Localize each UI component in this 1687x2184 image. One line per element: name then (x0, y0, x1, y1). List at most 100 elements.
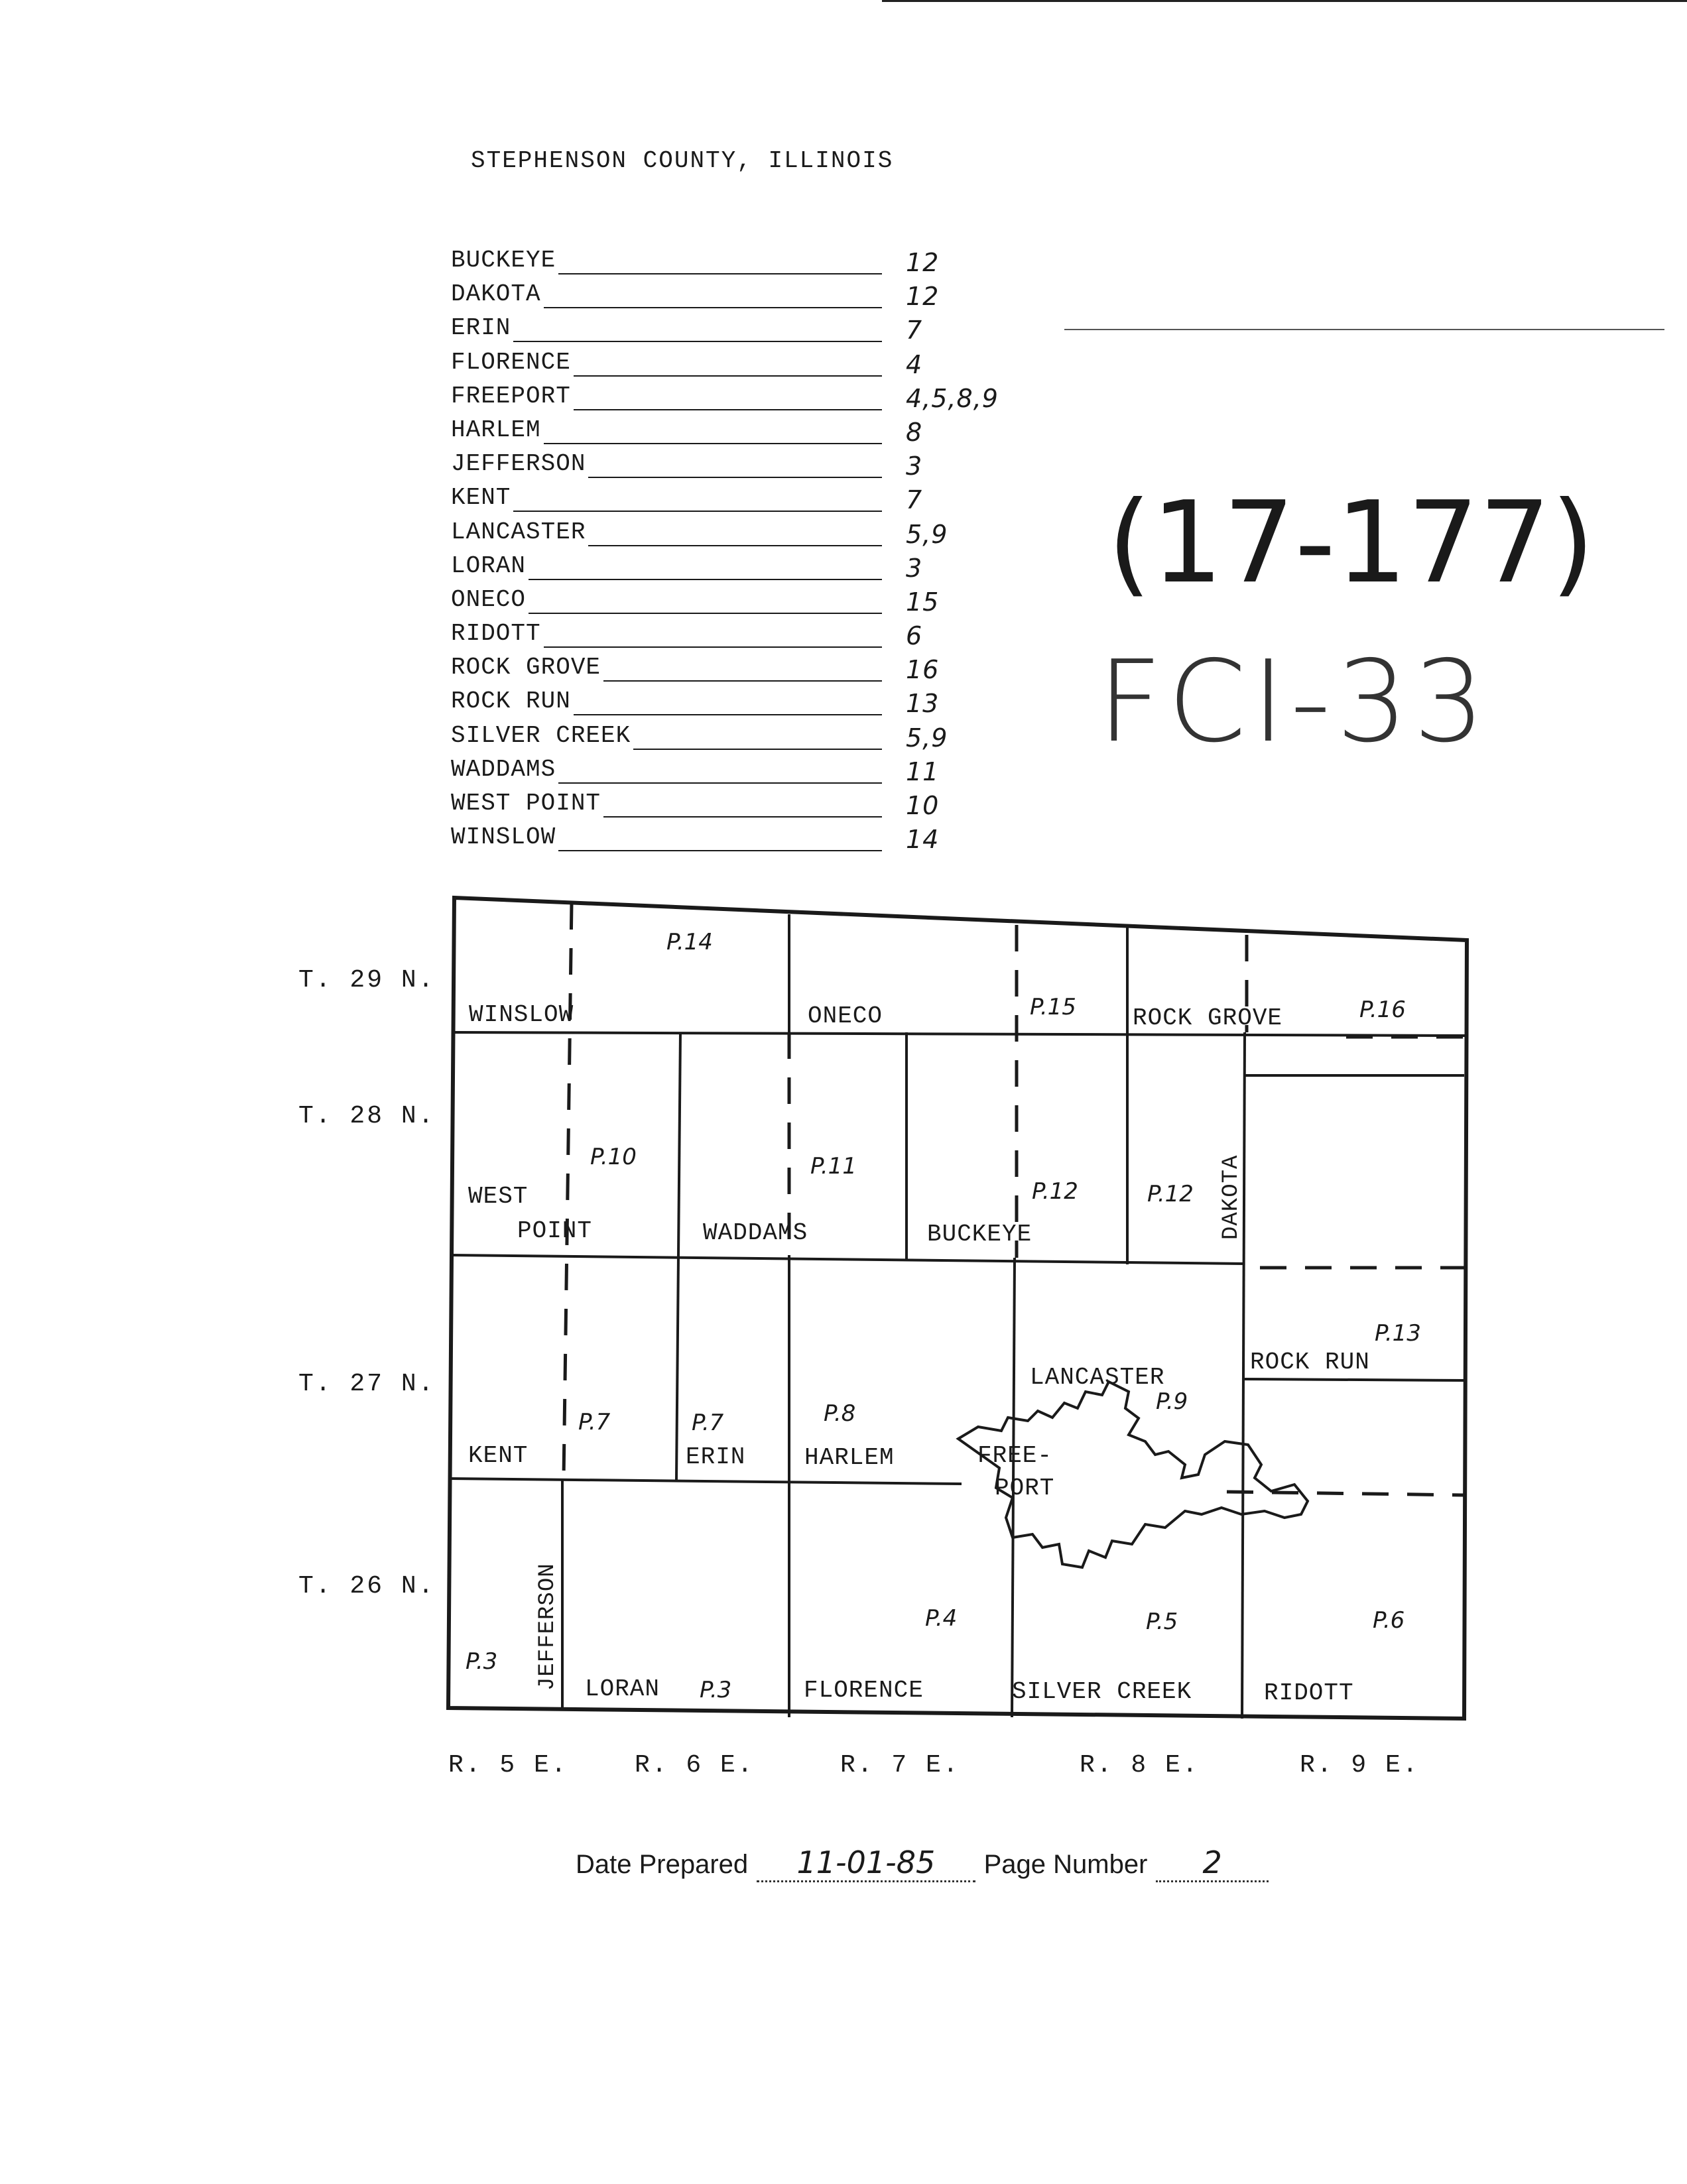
index-leader-line (544, 442, 882, 444)
page-ref-p8: P.8 (824, 1400, 855, 1427)
index-row: WINSLOW 14 (451, 823, 1008, 857)
page-ref-p7b: P.7 (692, 1410, 724, 1436)
index-leader-line (513, 341, 882, 343)
page-ref-p9: P.9 (1156, 1388, 1188, 1415)
index-page-number: 5,9 (906, 519, 948, 549)
index-township-name: WINSLOW (451, 823, 556, 851)
blank-rule-line (1064, 329, 1664, 330)
range-label-9: R. 9 E. (1300, 1751, 1420, 1780)
date-prepared-label: Date Prepared (576, 1850, 749, 1879)
index-row: FREEPORT 4,5,8,9 (451, 383, 1008, 416)
index-leader-line (603, 816, 882, 818)
index-township-name: ROCK GROVE (451, 654, 601, 682)
index-page-number: 4,5,8,9 (906, 383, 999, 413)
index-page-number: 12 (906, 248, 940, 277)
town-dakota: DAKOTA (1219, 1155, 1244, 1240)
index-row: DAKOTA 12 (451, 280, 1008, 314)
page-ref-p5: P.5 (1146, 1608, 1178, 1635)
township-label-28: T. 28 N. (298, 1102, 435, 1130)
page-ref-p12b: P.12 (1147, 1181, 1194, 1207)
index-township-name: RIDOTT (451, 620, 541, 648)
index-page-number: 6 (906, 621, 923, 651)
index-township-name: LANCASTER (451, 518, 586, 546)
index-leader-line (558, 850, 882, 852)
town-port: PORT (995, 1475, 1054, 1502)
town-jefferson: JEFFERSON (535, 1563, 560, 1691)
index-page-number: 7 (906, 485, 923, 515)
town-erin: ERIN (686, 1443, 745, 1471)
index-township-name: ERIN (451, 314, 511, 342)
town-ridott: RIDOTT (1264, 1679, 1354, 1707)
index-township-name: WADDAMS (451, 755, 556, 783)
index-township-name: KENT (451, 484, 511, 512)
index-row: ONECO 15 (451, 586, 1008, 620)
index-row: ERIN 7 (451, 314, 1008, 348)
town-winslow: WINSLOW (469, 1001, 574, 1028)
range-line-9 (1241, 1032, 1246, 1719)
range-label-5: R. 5 E. (448, 1751, 568, 1780)
index-leader-line (574, 375, 882, 377)
index-page-number: 14 (906, 825, 940, 855)
index-page-number: 3 (906, 452, 923, 481)
index-row: LANCASTER 5,9 (451, 518, 1008, 552)
freeport-city-boundary (956, 1380, 1310, 1569)
township-line-28-27 (451, 1254, 1245, 1265)
page-ref-p12a: P.12 (1032, 1178, 1078, 1205)
index-page-number: 15 (906, 587, 940, 617)
index-township-name: FREEPORT (451, 382, 571, 410)
township-line-27-26 (449, 1477, 962, 1485)
town-buckeye: BUCKEYE (927, 1221, 1032, 1248)
index-page-number: 12 (906, 282, 940, 312)
index-township-name: HARLEM (451, 416, 541, 444)
index-page-number: 10 (906, 791, 940, 820)
index-township-name: DAKOTA (451, 280, 541, 308)
index-leader-line (574, 408, 882, 410)
town-point: POINT (517, 1217, 592, 1244)
town-harlem: HARLEM (804, 1444, 895, 1471)
index-township-name: WEST POINT (451, 790, 601, 817)
index-township-name: ONECO (451, 585, 527, 613)
date-prepared-value: 11-01-85 (756, 1845, 975, 1882)
page-ref-p15: P.15 (1030, 994, 1076, 1020)
index-row: KENT 7 (451, 484, 1008, 518)
index-leader-line (529, 612, 882, 614)
page-ref-p13: P.13 (1375, 1320, 1421, 1347)
index-row: HARLEM 8 (451, 416, 1008, 450)
index-page-number: 3 (906, 553, 923, 583)
index-page-number: 8 (906, 417, 923, 447)
index-leader-line (558, 782, 882, 784)
footer: Date Prepared 11-01-85 Page Number 2 (576, 1845, 1269, 1882)
index-township-name: JEFFERSON (451, 450, 586, 478)
handwritten-code-1: (17-177) (1107, 477, 1595, 609)
township-line-29-28 (452, 1031, 1468, 1037)
page-number-value: 2 (1156, 1845, 1269, 1882)
index-row: WEST POINT 10 (451, 790, 1008, 823)
town-free: FREE- (977, 1442, 1052, 1469)
index-leader-line (588, 477, 882, 479)
town-west: WEST (468, 1183, 528, 1210)
town-rock-run: ROCK RUN (1250, 1349, 1370, 1376)
index-township-name: SILVER CREEK (451, 721, 631, 749)
index-leader-line (513, 511, 882, 513)
section-line-rockrun (1244, 1378, 1465, 1382)
page-ref-p16: P.16 (1359, 997, 1406, 1023)
township-label-26: T. 26 N. (298, 1572, 435, 1601)
index-leader-line (544, 307, 882, 309)
page-ref-p11: P.11 (810, 1153, 857, 1180)
index-leader-line (588, 544, 882, 546)
index-row: RIDOTT 6 (451, 620, 1008, 654)
index-page-number: 7 (906, 316, 923, 345)
town-silver-creek: SILVER CREEK (1012, 1678, 1192, 1705)
index-leader-line (544, 646, 882, 648)
document-title: STEPHENSON COUNTY, ILLINOIS (471, 147, 894, 174)
index-page-number: 11 (906, 757, 940, 786)
index-page-number: 16 (906, 655, 940, 685)
town-lancaster: LANCASTER (1030, 1364, 1164, 1391)
township-label-29: T. 29 N. (298, 966, 435, 995)
